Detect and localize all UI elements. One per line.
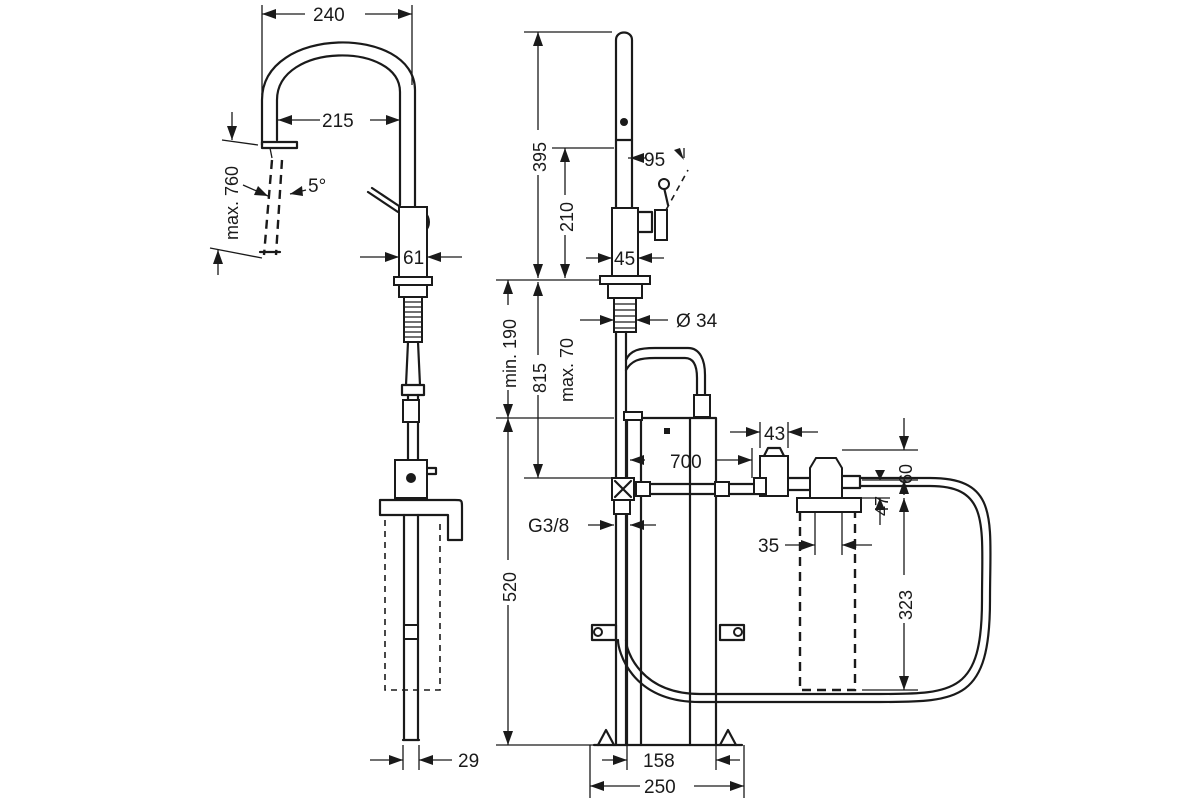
threaded-shank xyxy=(403,296,423,343)
wall-panel-inner xyxy=(639,416,692,747)
foot-left xyxy=(596,728,616,747)
filter-head-out xyxy=(840,474,862,490)
sink-edge xyxy=(378,498,464,542)
spout-front xyxy=(614,31,634,212)
supply-fitting-2 xyxy=(714,481,730,497)
dim-250: 250 xyxy=(644,777,676,798)
spray-head-tip xyxy=(269,147,273,159)
right-dimensions: 395 210 95 45 Ø 34 min. 190 xyxy=(496,31,918,798)
filter-cartridge xyxy=(798,512,857,692)
hose-clip xyxy=(400,383,426,397)
base-plate xyxy=(393,276,433,286)
tee-x xyxy=(613,479,633,499)
pull-out-path xyxy=(262,159,284,256)
weight-tab xyxy=(425,466,438,476)
dim-45: 45 xyxy=(614,249,635,270)
panel-hole xyxy=(664,428,670,434)
filter-valve-top xyxy=(762,446,786,458)
cabinet-outline xyxy=(384,520,441,691)
spout-outer xyxy=(260,41,417,212)
spout-button xyxy=(620,118,628,126)
supply-fitting-1 xyxy=(635,481,651,497)
dim-max-70: max. 70 xyxy=(557,338,577,402)
lever-swing xyxy=(665,169,689,211)
dim-215: 215 xyxy=(322,111,354,132)
dim-60: 60 xyxy=(896,464,916,484)
spray-head xyxy=(260,140,299,150)
dim-5deg: 5° xyxy=(308,176,326,197)
panel-clip xyxy=(623,411,643,421)
dim-210: 210 xyxy=(557,202,577,232)
dim-35: 35 xyxy=(758,536,779,557)
dim-43: 43 xyxy=(764,424,785,445)
lever-top xyxy=(658,178,670,190)
hose-connector xyxy=(402,399,420,423)
weight-dot xyxy=(406,473,416,483)
filter-head xyxy=(809,457,843,499)
front-lever xyxy=(636,210,654,234)
dim-max-760: max. 760 xyxy=(222,166,242,240)
front-thread xyxy=(614,303,636,329)
dim-395: 395 xyxy=(530,142,550,172)
hose-fitting xyxy=(403,624,419,640)
dim-520: 520 xyxy=(500,572,520,602)
dim-29: 29 xyxy=(458,751,479,772)
valve-to-filter xyxy=(786,476,812,492)
dim-dia-34: Ø 34 xyxy=(676,311,718,332)
faucet-side-view xyxy=(258,41,464,742)
dim-158: 158 xyxy=(643,751,675,772)
filter-mount-plate xyxy=(796,497,862,513)
dim-323: 323 xyxy=(896,590,916,620)
bypass-hose xyxy=(624,346,707,397)
front-base-plate xyxy=(599,275,651,285)
bracket-right-screw xyxy=(733,627,743,637)
bracket-right xyxy=(718,623,746,642)
dim-g38: G3/8 xyxy=(528,516,569,537)
wall-panel xyxy=(625,416,718,747)
supply-line xyxy=(632,482,762,496)
foot-right xyxy=(718,728,738,747)
dim-95: 95 xyxy=(644,150,665,171)
bypass-connector xyxy=(693,394,711,418)
dim-min-190: min. 190 xyxy=(500,319,520,388)
dim-47: 47 xyxy=(872,496,892,516)
front-shank xyxy=(613,297,637,333)
outlet-hose-inner xyxy=(624,484,984,696)
front-lever-handle xyxy=(654,209,668,241)
bracket-left xyxy=(590,623,618,642)
main-pipe-left xyxy=(614,330,628,747)
supply-hose xyxy=(404,340,422,387)
front-body xyxy=(611,207,639,277)
dim-700: 700 xyxy=(670,452,702,473)
dim-61: 61 xyxy=(403,248,424,269)
dim-815: 815 xyxy=(530,363,550,393)
spout-inner xyxy=(275,54,402,207)
base-nut xyxy=(398,284,428,298)
filter-valve-inlet xyxy=(753,477,767,495)
g38-fitting xyxy=(613,499,631,515)
left-dimensions: 240 215 max. 760 5° 61 29 xyxy=(209,2,479,772)
faucet-front-view xyxy=(590,31,992,747)
front-base-nut xyxy=(607,283,643,299)
lever xyxy=(366,186,404,214)
outlet-hose xyxy=(616,476,992,704)
bracket-left-screw xyxy=(593,627,603,637)
thread-lines xyxy=(404,301,422,338)
dim-240: 240 xyxy=(313,5,345,26)
